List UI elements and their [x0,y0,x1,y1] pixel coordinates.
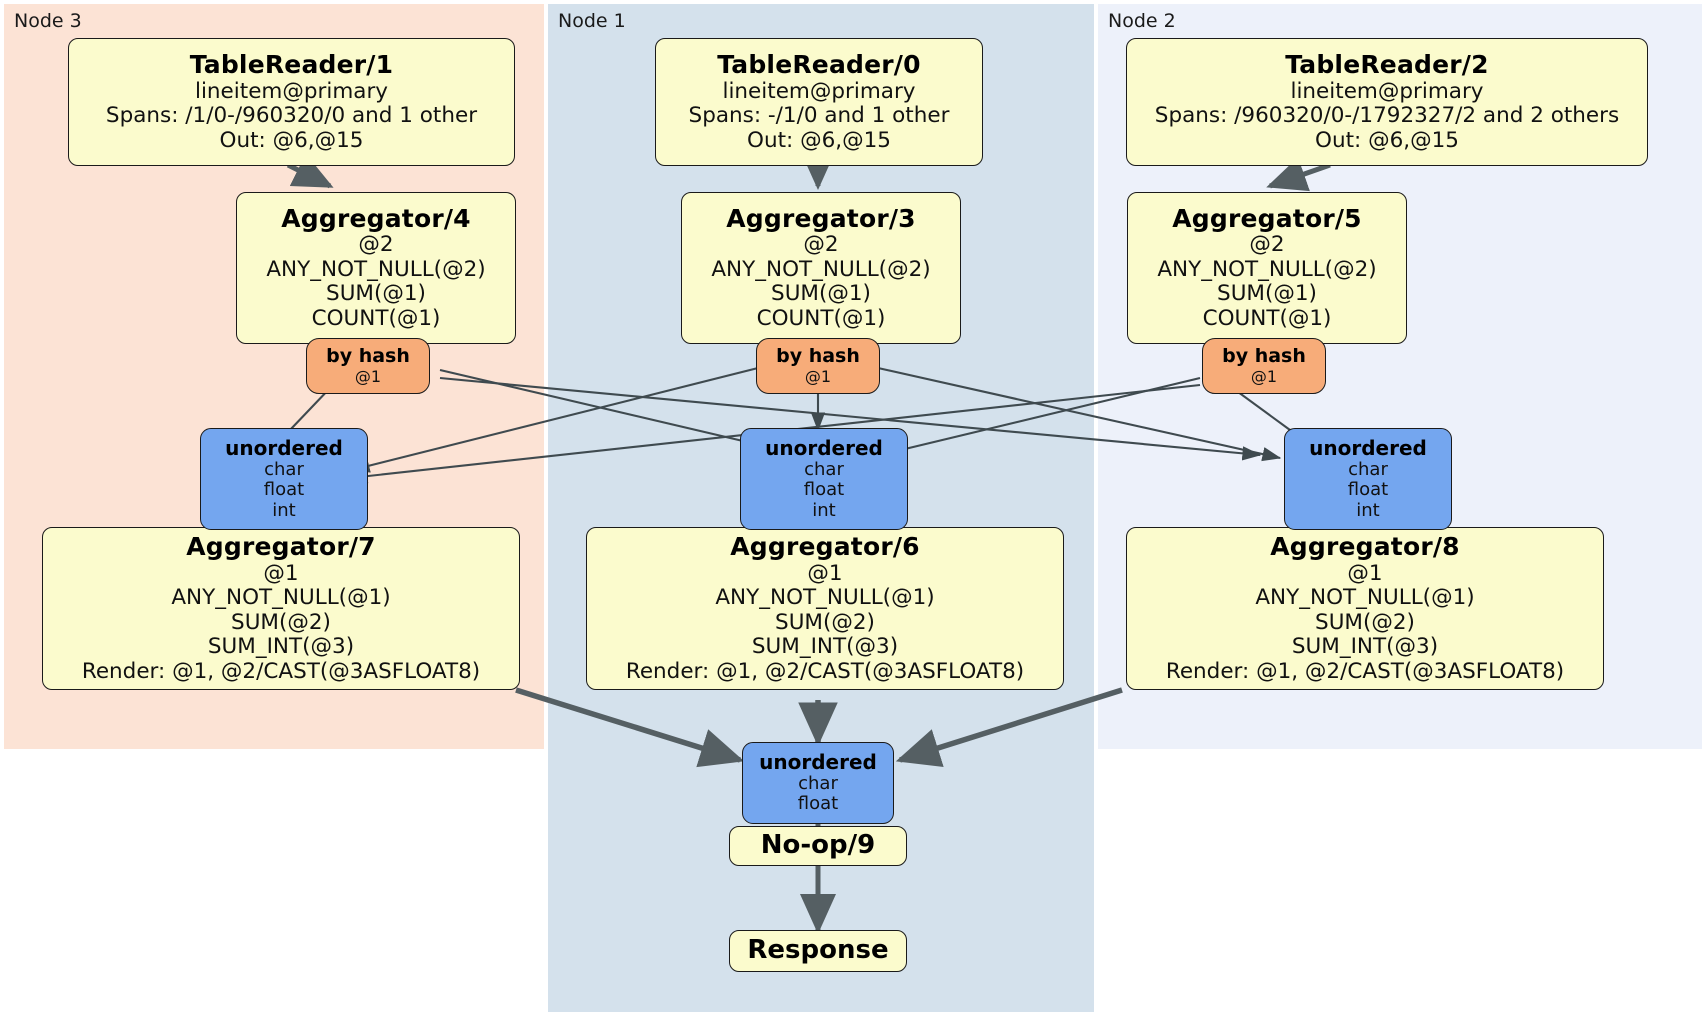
input-synchronizer-title: unordered [765,435,883,460]
processor-line: SUM_INT(@3) [1291,634,1439,659]
input-synchronizer-line: int [812,499,836,521]
processor-title: Response [747,935,889,966]
processor-aggregator-3[interactable]: Aggregator/3 @2 ANY_NOT_NULL(@2) SUM(@1)… [681,192,961,344]
processor-line: Spans: -/1/0 and 1 other [688,103,950,128]
input-synchronizer-line: char [798,772,838,794]
processor-title: Aggregator/7 [186,532,376,561]
processor-line: COUNT(@1) [756,305,886,331]
processor-line: @2 [803,232,839,258]
output-router-title: by hash [1222,345,1306,368]
output-router-title: by hash [776,345,860,368]
processor-line: COUNT(@1) [311,305,441,331]
processor-line: ANY_NOT_NULL(@2) [1157,256,1377,282]
processor-line: Out: @6,@15 [747,127,891,153]
output-router-line: @1 [1250,366,1278,386]
node-panel-label-node3: Node 3 [14,10,82,32]
edge-tablereader2-aggregator5 [1266,157,1331,192]
output-router-line: @1 [354,366,382,386]
edge-aggregator7-routerfinal [515,687,745,768]
edge-aggregator8-routerfinal [895,687,1123,767]
processor-line: ANY_NOT_NULL(@2) [266,256,486,282]
processor-line: SUM(@1) [1217,281,1317,307]
output-router-by-hash-right[interactable]: by hash @1 [1202,338,1326,394]
processor-aggregator-4[interactable]: Aggregator/4 @2 ANY_NOT_NULL(@2) SUM(@1)… [236,192,516,344]
input-synchronizer-unordered-final[interactable]: unordered char float [742,742,894,824]
processor-title: No-op/9 [760,830,876,861]
processor-line: @2 [358,232,394,258]
processor-line: COUNT(@1) [1202,305,1332,331]
processor-line: Spans: /960320/0-/1792327/2 and 2 others [1154,103,1620,128]
input-synchronizer-line: char [804,458,844,480]
edge-hashmid-routerleft [350,366,759,473]
processor-line: @1 [807,560,843,586]
processor-line: Render: @1, @2/CAST(@3ASFLOAT8) [81,658,481,684]
input-synchronizer-title: unordered [225,435,343,460]
input-synchronizer-unordered-right[interactable]: unordered char float int [1284,428,1452,530]
edge-reader-to-aggregator-group [286,150,1331,192]
processor-line: @1 [1347,560,1383,586]
input-synchronizer-line: float [803,479,845,501]
processor-title: TableReader/1 [189,50,394,79]
output-router-by-hash-left[interactable]: by hash @1 [306,338,430,394]
input-synchronizer-line: char [264,458,304,480]
input-synchronizer-line: char [1348,458,1388,480]
input-synchronizer-title: unordered [759,750,877,775]
node-panel-label-node1: Node 1 [558,10,626,32]
processor-tablereader-2[interactable]: TableReader/2 lineitem@primary Spans: /9… [1126,38,1648,166]
processor-line: @1 [263,560,299,586]
output-router-line: @1 [804,366,832,386]
processor-tablereader-0[interactable]: TableReader/0 lineitem@primary Spans: -/… [655,38,983,166]
processor-line: SUM(@1) [771,281,871,307]
input-synchronizer-line: float [797,793,839,815]
processor-response[interactable]: Response [729,930,907,972]
processor-line: lineitem@primary [722,78,916,104]
processor-line: lineitem@primary [1290,78,1484,104]
processor-title: Aggregator/3 [726,203,916,233]
processor-line: Render: @1, @2/CAST(@3ASFLOAT8) [625,658,1025,684]
processor-line: Out: @6,@15 [1315,127,1459,153]
processor-line: @2 [1249,232,1285,258]
processor-title: TableReader/0 [717,50,921,79]
processor-line: ANY_NOT_NULL(@1) [171,585,391,610]
processor-line: Render: @1, @2/CAST(@3ASFLOAT8) [1165,658,1565,684]
input-synchronizer-unordered-left[interactable]: unordered char float int [200,428,368,530]
processor-line: Out: @6,@15 [219,127,364,153]
processor-title: Aggregator/5 [1172,203,1362,233]
processor-line: Spans: /1/0-/960320/0 and 1 other [105,103,478,128]
processor-line: SUM_INT(@3) [207,634,355,659]
processor-title: TableReader/2 [1285,50,1489,79]
output-router-by-hash-mid[interactable]: by hash @1 [756,338,880,394]
processor-line: ANY_NOT_NULL(@1) [1255,585,1475,610]
input-synchronizer-line: int [1356,499,1380,521]
processor-aggregator-8[interactable]: Aggregator/8 @1 ANY_NOT_NULL(@1) SUM(@2)… [1126,527,1604,690]
processor-line: SUM(@2) [775,609,875,635]
output-router-title: by hash [326,345,410,368]
processor-aggregator-7[interactable]: Aggregator/7 @1 ANY_NOT_NULL(@1) SUM(@2)… [42,527,520,690]
input-synchronizer-line: float [1347,479,1389,501]
input-synchronizer-title: unordered [1309,435,1427,460]
processor-title: Aggregator/8 [1270,532,1460,561]
processor-aggregator-5[interactable]: Aggregator/5 @2 ANY_NOT_NULL(@2) SUM(@1)… [1127,192,1407,344]
edge-hashmid-routerright [877,366,1282,462]
processor-line: SUM(@1) [326,281,426,307]
processor-line: SUM(@2) [231,609,331,635]
processor-title: Aggregator/4 [281,203,471,233]
input-synchronizer-line: int [272,499,296,521]
edge-aggregator-to-final-router-group [515,687,1123,768]
node-panel-label-node2: Node 2 [1108,10,1176,32]
input-synchronizer-unordered-mid[interactable]: unordered char float int [740,428,908,530]
processor-line: lineitem@primary [194,78,389,104]
processor-title: Aggregator/6 [730,532,920,561]
processor-noop-9[interactable]: No-op/9 [729,826,907,866]
input-synchronizer-line: float [263,479,305,501]
processor-line: ANY_NOT_NULL(@1) [715,585,935,610]
processor-line: SUM_INT(@3) [751,634,899,659]
processor-line: SUM(@2) [1315,609,1415,635]
edge-hashleft-routerright [439,376,1262,461]
processor-aggregator-6[interactable]: Aggregator/6 @1 ANY_NOT_NULL(@1) SUM(@2)… [586,527,1064,690]
edge-tablereader1-aggregator4 [286,153,334,189]
processor-tablereader-1[interactable]: TableReader/1 lineitem@primary Spans: /1… [68,38,515,166]
processor-line: ANY_NOT_NULL(@2) [711,256,931,282]
